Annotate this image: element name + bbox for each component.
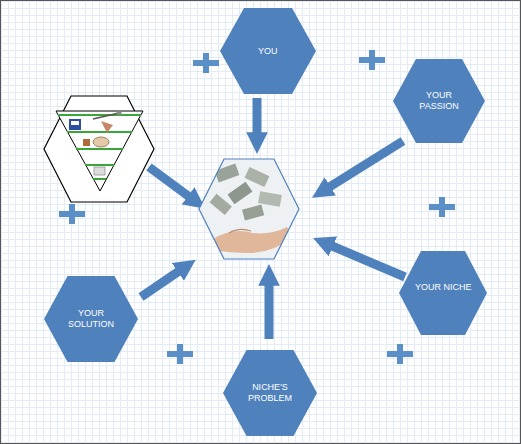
node-label: NICHE'S PROBLEM	[241, 382, 299, 404]
hexagon-node: YOU	[220, 8, 316, 94]
hexagon-fill	[223, 350, 317, 436]
money-illustration	[199, 159, 299, 259]
node-label: YOU	[258, 46, 278, 57]
node-label: YOUR PASSION	[410, 90, 468, 112]
hexagon-node: YOUR NICHE	[399, 251, 487, 335]
hexagon-fill	[44, 276, 138, 362]
node-label: YOUR NICHE	[415, 282, 472, 293]
hexagon-outline	[399, 251, 487, 335]
hexagon-node: YOUR PASSION	[393, 59, 485, 143]
hexagon-fill	[393, 59, 485, 143]
funnel-illustration	[44, 96, 154, 202]
node-label: YOUR SOLUTION	[62, 308, 120, 330]
hexagon-fill	[220, 8, 316, 94]
hexagon-fill	[399, 251, 487, 335]
hexagon-node: NICHE'S PROBLEM	[223, 350, 317, 436]
hexagon-node: YOUR SOLUTION	[44, 276, 138, 362]
block-arrows	[141, 98, 405, 339]
